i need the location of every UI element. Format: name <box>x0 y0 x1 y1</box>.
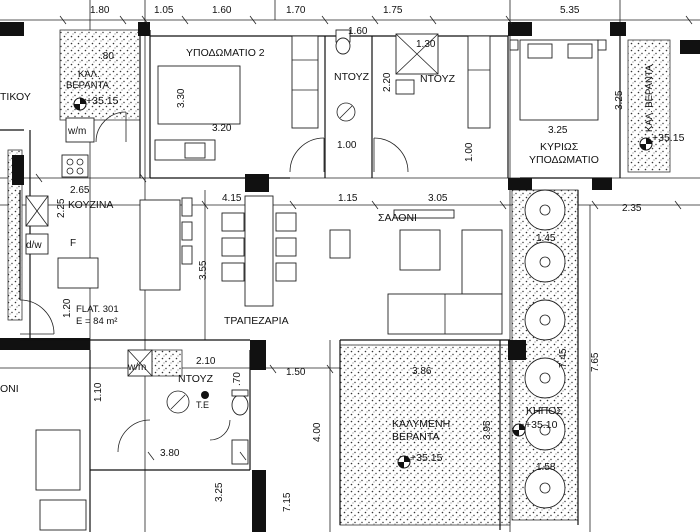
dim-top-4: 1.75 <box>383 5 403 16</box>
level-labels: +35.15 +35.15 +35.10 +35.15 <box>86 95 685 464</box>
equipment-labels: w/m w/m d/w F T.E <box>26 126 209 410</box>
dimension-labels: 1.80 1.05 1.60 1.70 1.75 5.35 .80 3.30 3… <box>56 5 642 512</box>
level-label-4: +35.15 <box>410 452 443 464</box>
room-labels: ΥΠΟΔΩΜΑΤΙΟ 2 ΝΤΟΥΖ ΝΤΟΥΖ ΚΥΡΙΩΣ ΥΠΟΔΩΜΑΤ… <box>0 47 655 443</box>
dim-305: 3.05 <box>428 193 448 204</box>
level-label-3: +35.10 <box>525 419 558 431</box>
room-label-master-line1: ΚΥΡΙΩΣ <box>540 141 579 153</box>
dim-160: 1.60 <box>348 26 368 37</box>
room-label-garden: ΚΗΠΟΣ <box>526 405 563 417</box>
dim-80: .80 <box>100 51 114 62</box>
room-label-bedroom2: ΥΠΟΔΩΜΑΤΙΟ 2 <box>186 47 265 59</box>
dim-100b: 1.00 <box>464 142 475 162</box>
room-label-dining: ΤΡΑΠΕΖΑΡΙΑ <box>224 315 289 327</box>
room-label-veranda-left-line1: ΚΑΛ. <box>78 69 100 80</box>
wc3-hatch <box>151 349 183 377</box>
room-label-covered-veranda-line1: ΚΑΛΥΜΕΝΗ <box>392 418 450 430</box>
covered-veranda-area <box>339 344 511 526</box>
room-label-wc3: ΝΤΟΥΖ <box>178 373 214 385</box>
dim-745: 7.45 <box>558 348 569 368</box>
dim-145: 1.45 <box>536 233 556 244</box>
room-label-left-cut-top: ΤΙΚΟΥ <box>0 91 31 103</box>
dim-415: 4.15 <box>222 193 242 204</box>
room-label-master-line2: ΥΠΟΔΩΜΑΤΙΟ <box>529 154 599 166</box>
dw-label: d/w <box>26 240 42 251</box>
fridge-label: F <box>70 238 76 249</box>
room-label-living: ΣΑΛΟΝΙ <box>378 212 417 224</box>
garden-shrubs <box>524 189 566 509</box>
dim-225: 2.25 <box>56 198 67 218</box>
room-label-wc2: ΝΤΟΥΖ <box>420 73 456 85</box>
dim-top-3: 1.70 <box>286 5 306 16</box>
dim-070: .70 <box>232 372 243 386</box>
dim-100a: 1.00 <box>337 140 357 151</box>
dim-110: 1.10 <box>93 382 104 402</box>
dim-150: 1.50 <box>286 367 306 378</box>
dim-265: 2.65 <box>70 185 90 196</box>
wm-label-1: w/m <box>67 126 86 137</box>
dim-325v: 3.25 <box>614 90 625 110</box>
room-label-covered-veranda-line2: ΒΕΡΑΝΤΑ <box>392 431 439 443</box>
dim-top-1: 1.05 <box>154 5 174 16</box>
flat-label-line2: E = 84 m² <box>76 316 117 327</box>
flat-label-line1: FLAT. 301 <box>76 304 119 315</box>
dim-765: 7.65 <box>590 352 601 372</box>
dim-325h: 3.25 <box>548 125 568 136</box>
room-label-left-cut-bottom: ΟΝΙ <box>0 383 19 395</box>
veranda-left-area <box>59 29 141 121</box>
dim-115: 1.15 <box>338 193 358 204</box>
level-markers <box>73 97 653 469</box>
dim-320: 3.20 <box>212 123 232 134</box>
level-label-2: +35.15 <box>652 132 685 144</box>
wm-label-2: w/m <box>127 362 146 373</box>
dim-220: 2.20 <box>382 72 393 92</box>
doors <box>19 111 409 453</box>
dim-395: 3.95 <box>482 420 493 440</box>
room-label-veranda-left-line2: ΒΕΡΑΝΤΑ <box>66 80 110 91</box>
dim-top-2: 1.60 <box>212 5 232 16</box>
veranda-right-area <box>627 39 671 173</box>
dim-355: 3.55 <box>198 260 209 280</box>
walls <box>0 22 700 532</box>
dim-715: 7.15 <box>282 492 293 512</box>
te-label: T.E <box>196 400 209 410</box>
dim-235: 2.35 <box>622 203 642 214</box>
dim-400: 4.00 <box>312 422 323 442</box>
room-label-kitchen: ΚΟΥΖΙΝΑ <box>68 199 113 211</box>
dim-top-5: 5.35 <box>560 5 580 16</box>
dim-120: 1.20 <box>62 298 73 318</box>
room-label-wc1: ΝΤΟΥΖ <box>334 71 370 83</box>
dimension-ticks <box>35 15 693 461</box>
dim-325b: 3.25 <box>214 482 225 502</box>
dim-top-0: 1.80 <box>90 5 110 16</box>
dim-210: 2.10 <box>196 356 216 367</box>
dim-330: 3.30 <box>176 88 187 108</box>
dim-380: 3.80 <box>160 448 180 459</box>
dim-158: 1.58 <box>536 462 556 473</box>
level-label-1: +35.15 <box>86 95 119 107</box>
dim-130: 1.30 <box>416 39 436 50</box>
dim-386: 3.86 <box>412 366 432 377</box>
kitchen-strip <box>7 149 23 321</box>
room-label-veranda-right: ΚΑΛ. ΒΕΡΑΝΤΑ <box>644 64 655 132</box>
